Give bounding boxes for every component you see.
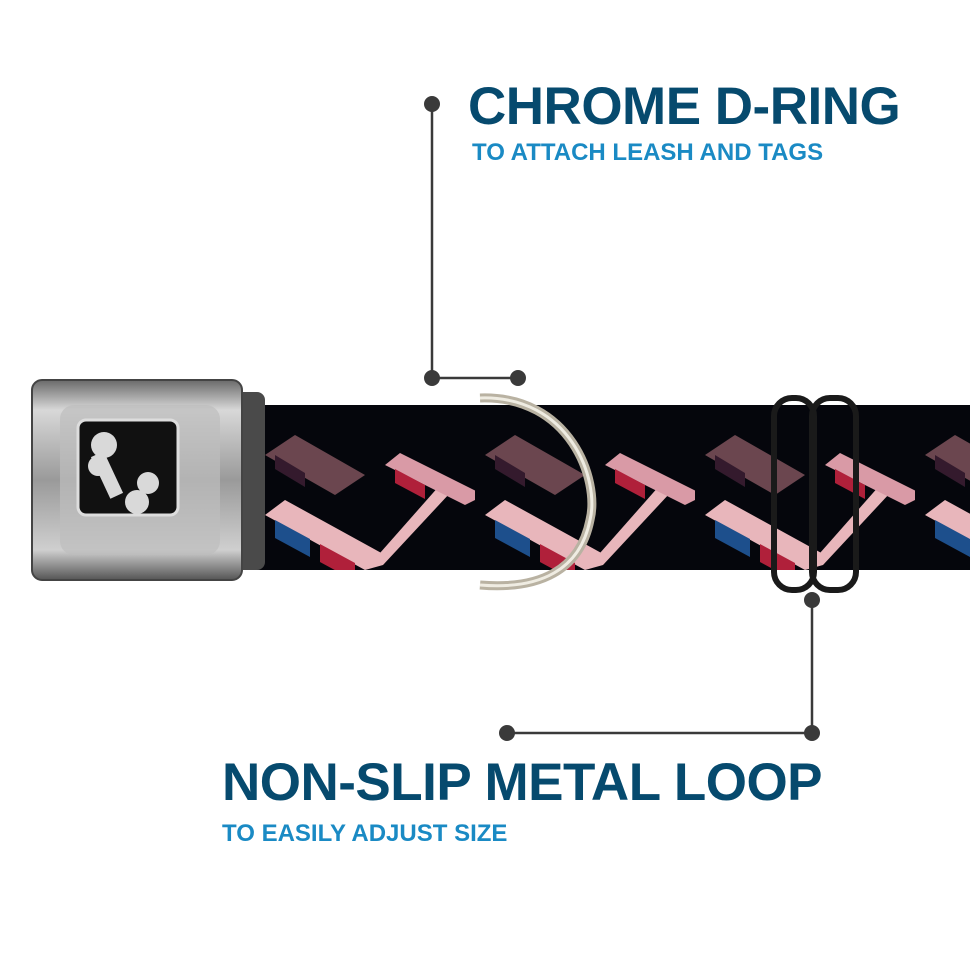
loop-leader-line [499, 592, 820, 741]
loop-title: NON-SLIP METAL LOOP [222, 753, 823, 812]
seatbelt-buckle [31, 379, 265, 581]
d-ring-subtitle: TO ATTACH LEASH AND TAGS [472, 139, 824, 166]
bone-icon [88, 432, 159, 514]
loop-subtitle: TO EASILY ADJUST SIZE [222, 820, 508, 847]
d-ring-leader-line [424, 96, 526, 386]
collar-strap [255, 405, 970, 570]
metal-loop [771, 395, 859, 593]
d-ring-title: CHROME D-RING [468, 77, 901, 136]
